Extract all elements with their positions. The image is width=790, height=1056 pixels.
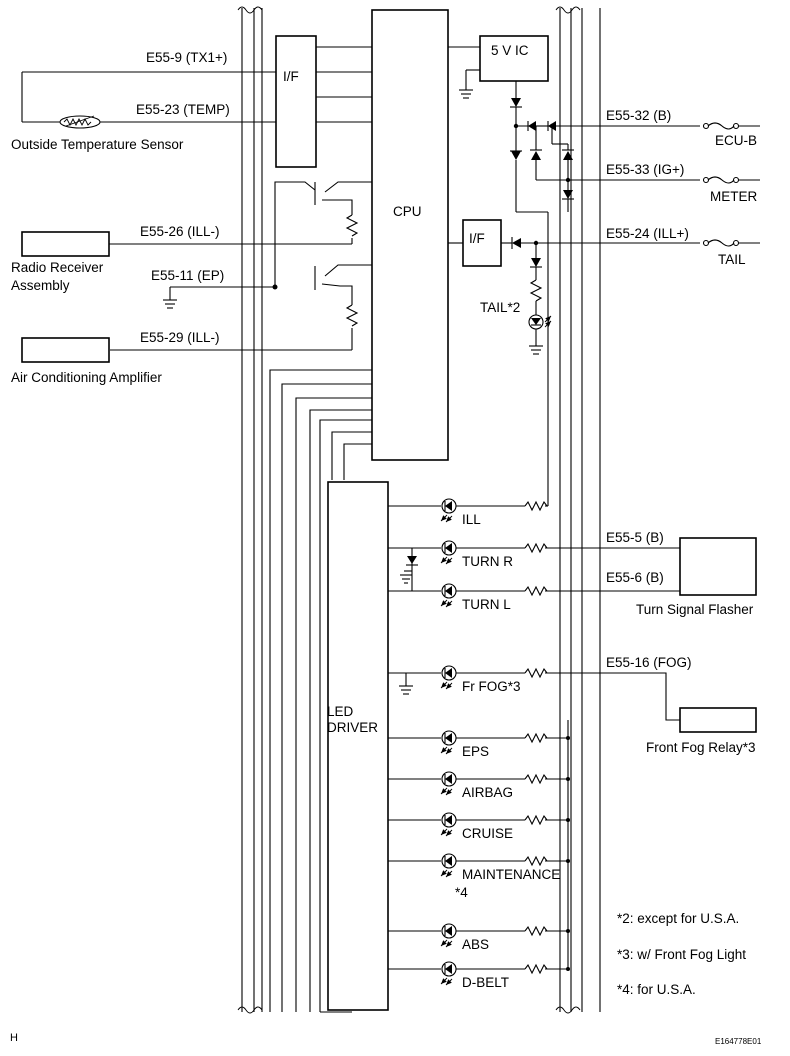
terminal-ep: E55-11 (EP) [151, 268, 224, 283]
note-2: *2: except for U.S.A. [617, 911, 739, 926]
indicator-ill: ILL [388, 498, 548, 527]
indicator-turn-r: TURN R [388, 540, 548, 569]
indicator-maintenance: MAINTENANCE [388, 853, 560, 882]
terminal-b32: E55-32 (B) [606, 108, 671, 123]
resistor-icon [524, 814, 548, 826]
terminal-temp: E55-23 (TEMP) [136, 102, 230, 117]
fuse-tail-label: TAIL [718, 252, 746, 267]
fuse-ecub-label: ECU-B [715, 133, 757, 148]
note-4: *4: for U.S.A. [617, 982, 696, 997]
turn-signal-flasher-box [679, 537, 757, 596]
left-bus-lines [237, 6, 263, 1014]
led-icon [440, 812, 457, 837]
terminal-ill-ac: E55-29 (ILL-) [140, 330, 220, 345]
resistor-icon [524, 855, 548, 867]
cpu-label: CPU [393, 204, 422, 219]
resistor-icon [524, 773, 548, 785]
terminal-ill24: E55-24 (ILL+) [606, 226, 689, 241]
tail-input-circuit [448, 237, 760, 355]
resistor-icon [524, 963, 548, 975]
terminal-b5: E55-5 (B) [606, 530, 664, 545]
indicator-cruise: CRUISE [388, 812, 548, 841]
indicator-d-belt: D-BELT [388, 961, 548, 990]
indicator-label-eps: EPS [462, 744, 489, 759]
led-icon [440, 961, 457, 986]
indicator-eps: EPS [388, 730, 548, 759]
terminal-ig33: E55-33 (IG+) [606, 162, 684, 177]
terminal-b6: E55-6 (B) [606, 570, 664, 585]
tail-lamp-label: TAIL*2 [480, 300, 520, 315]
power-input-circuit [510, 81, 760, 506]
led-driver-label-2: DRIVER [327, 720, 378, 735]
ac-amplifier-label: Air Conditioning Amplifier [11, 370, 162, 385]
led-icon [440, 771, 457, 796]
led-icon [440, 730, 457, 755]
temp-sensor-circuit [21, 71, 276, 129]
interface-label-top: I/F [283, 69, 299, 84]
temp-sensor-label: Outside Temperature Sensor [11, 137, 184, 152]
led-icon [440, 923, 457, 948]
interface-block-top [275, 35, 317, 168]
led-driver-label-1: LED [327, 704, 354, 719]
indicator-label-airbag: AIRBAG [462, 785, 513, 800]
indicator-label-abs: ABS [462, 937, 489, 952]
indicator-label-turn-l: TURN L [462, 597, 511, 612]
indicator-label-cruise: CRUISE [462, 826, 513, 841]
turn-signal-flasher-label: Turn Signal Flasher [636, 602, 754, 617]
indicator-label-maintenance: MAINTENANCE [462, 867, 560, 882]
ac-amplifier-box [21, 337, 110, 363]
right-bus-lines [555, 6, 601, 1014]
indicator-label-d-belt: D-BELT [462, 975, 509, 990]
terminal-tx1: E55-9 (TX1+) [146, 50, 227, 65]
footer-right: E164778E01 [715, 1037, 762, 1046]
radio-receiver-label-1: Radio Receiver [11, 260, 104, 275]
resistor-icon [524, 732, 548, 744]
radio-receiver-label-2: Assembly [11, 278, 70, 293]
led-icon [440, 665, 457, 690]
indicator-label-turn-r: TURN R [462, 554, 513, 569]
interface-label-tail: I/F [469, 231, 485, 246]
indicator-label-fr-fog: Fr FOG*3 [462, 679, 521, 694]
cpu-block [371, 9, 449, 461]
footer-left: H [10, 1032, 18, 1044]
regulator-label: 5 V IC [491, 43, 529, 58]
resistor-icon [524, 667, 548, 679]
resistor-icon [524, 500, 548, 512]
resistor-icon [524, 925, 548, 937]
led-icon [440, 583, 457, 608]
cpu-internal-wiring [110, 46, 480, 1013]
terminal-fog16: E55-16 (FOG) [606, 655, 692, 670]
indicator-airbag: AIRBAG [388, 771, 548, 800]
front-fog-relay-box [679, 707, 757, 733]
indicator-fr-fog: Fr FOG*3 [388, 665, 548, 694]
indicator-abs: ABS [388, 923, 548, 952]
led-icon [440, 498, 457, 523]
led-driver-block [327, 481, 389, 1011]
led-icon [440, 853, 457, 878]
indicator-sub-label: *4 [455, 885, 468, 900]
resistor-icon [524, 585, 548, 597]
regulator-block [479, 35, 549, 82]
note-3: *3: w/ Front Fog Light [617, 947, 746, 962]
indicator-label-ill: ILL [462, 512, 481, 527]
front-fog-relay-label: Front Fog Relay*3 [646, 740, 756, 755]
led-icon [440, 540, 457, 565]
fuse-meter-label: METER [710, 189, 758, 204]
terminal-ill-radio: E55-26 (ILL-) [140, 224, 220, 239]
radio-receiver-box [21, 231, 110, 257]
resistor-icon [524, 542, 548, 554]
